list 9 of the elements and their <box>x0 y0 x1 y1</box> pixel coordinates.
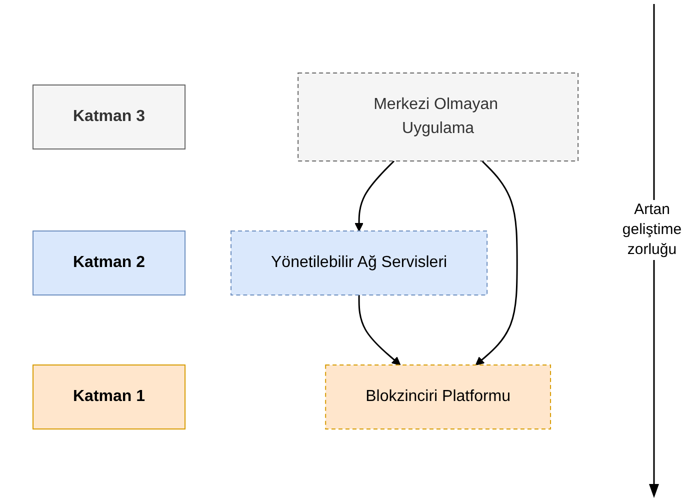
node-box: Katman 3 <box>32 84 186 149</box>
node-box: Yönetilebilir Ağ Servisleri <box>230 230 488 295</box>
arrow <box>476 160 518 365</box>
node-box: Blokzinciri Platformu <box>326 364 552 429</box>
arrow <box>358 294 402 365</box>
node-box: Katman 1 <box>32 364 186 429</box>
node-box: Merkezi Olmayan Uygulama <box>298 72 580 161</box>
arrow <box>355 160 396 231</box>
node-box: Katman 2 <box>32 230 186 295</box>
